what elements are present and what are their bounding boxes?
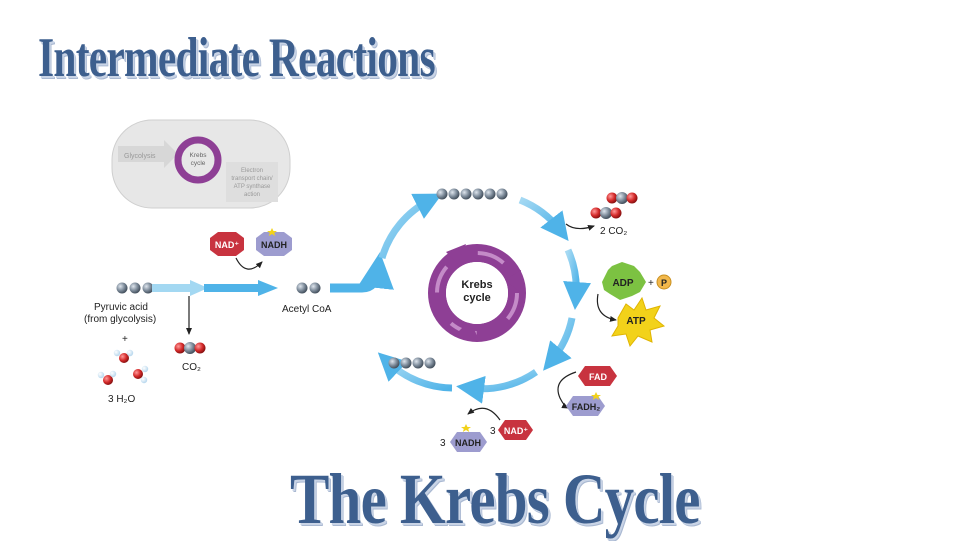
fad-label: FAD: [589, 372, 608, 382]
water-molecules: [97, 349, 149, 385]
inset-glycolysis-arrow: [118, 140, 178, 168]
inset-etc-label-4: action: [244, 192, 260, 198]
pyruvic-acid-molecule: [116, 282, 154, 294]
nadh-label: NADH: [261, 240, 287, 250]
nadh3-label: NADH: [455, 438, 481, 448]
phosphate-circle: [656, 274, 672, 290]
inset-krebs-ring: [174, 136, 222, 184]
inset-overview: Glycolysis Krebs cycle Electron transpor…: [111, 119, 291, 209]
fadh2-label: FADH₂: [572, 402, 601, 412]
entry-arrow: [330, 252, 394, 293]
citrate-molecule: [436, 188, 508, 200]
plus-sign: +: [122, 334, 128, 345]
nad-plus-label: NAD⁺: [215, 240, 239, 250]
nad3-reduction-arrow: [467, 407, 501, 421]
phosphate-label: P: [661, 278, 667, 288]
nadh-hexagon: [256, 232, 292, 256]
nad3-label: NAD⁺: [504, 426, 528, 436]
co2-release-arrow-2: [565, 223, 595, 231]
krebs-cycle-label-2: cycle: [463, 292, 491, 304]
krebs-cycle-label-1: Krebs: [461, 279, 492, 291]
co2-pair-molecules: [590, 192, 638, 219]
fad-hexagon: [578, 366, 617, 386]
fad-reduction-arrow: [557, 371, 577, 409]
nadh3-energy-star: [461, 424, 471, 432]
inset-glycolysis-label: Glycolysis: [124, 153, 156, 160]
co2-double-label: 2 CO₂: [600, 226, 627, 237]
nad-reduction-arrow: [235, 257, 263, 270]
nad3-hexagon: [498, 420, 533, 440]
adp-starburst: [602, 262, 646, 300]
nadh3-hexagon: [450, 432, 487, 452]
pyruvic-acid-label: Pyruvic acid: [94, 302, 148, 313]
flow-arrow-2: [204, 280, 278, 296]
inset-etc-label-2: transport chain/: [231, 176, 273, 182]
nadh3-count: 3: [440, 438, 446, 449]
inset-etc-label-3: ATP synthase: [234, 184, 271, 190]
slide-title-bottom: The Krebs Cycle: [290, 459, 701, 539]
inset-etc-label-1: Electron: [241, 168, 263, 174]
inset-krebs-label-1: Krebs: [190, 152, 208, 159]
nadh-energy-star: [267, 228, 277, 236]
pyruvic-acid-source-label: (from glycolysis): [84, 314, 156, 325]
acetyl-coa-label: Acetyl CoA: [282, 304, 332, 315]
krebs-cycle-core: [428, 244, 526, 342]
adp-label: ADP: [612, 278, 633, 289]
fadh2-hexagon: [566, 396, 605, 416]
atp-synthesis-arrow: [596, 293, 617, 322]
oxaloacetate-molecule: [388, 357, 436, 369]
co2-molecule: [174, 342, 206, 354]
water-label: 3 H₂O: [108, 394, 135, 405]
inset-etc-box: [226, 162, 278, 202]
co2-label: CO₂: [182, 362, 201, 373]
atp-label: ATP: [626, 316, 646, 327]
inset-krebs-label-2: cycle: [191, 160, 206, 167]
adp-plus-sign: +: [648, 278, 654, 289]
nad-plus-hexagon: [210, 232, 244, 256]
nad3-count: 3: [490, 426, 496, 437]
fadh2-energy-star: [591, 392, 601, 400]
acetyl-coa-molecule: [296, 282, 321, 294]
flow-arrow-1: [152, 280, 208, 296]
slide-title-top: Intermediate Reactions: [38, 27, 436, 89]
atp-starburst: [611, 296, 666, 348]
